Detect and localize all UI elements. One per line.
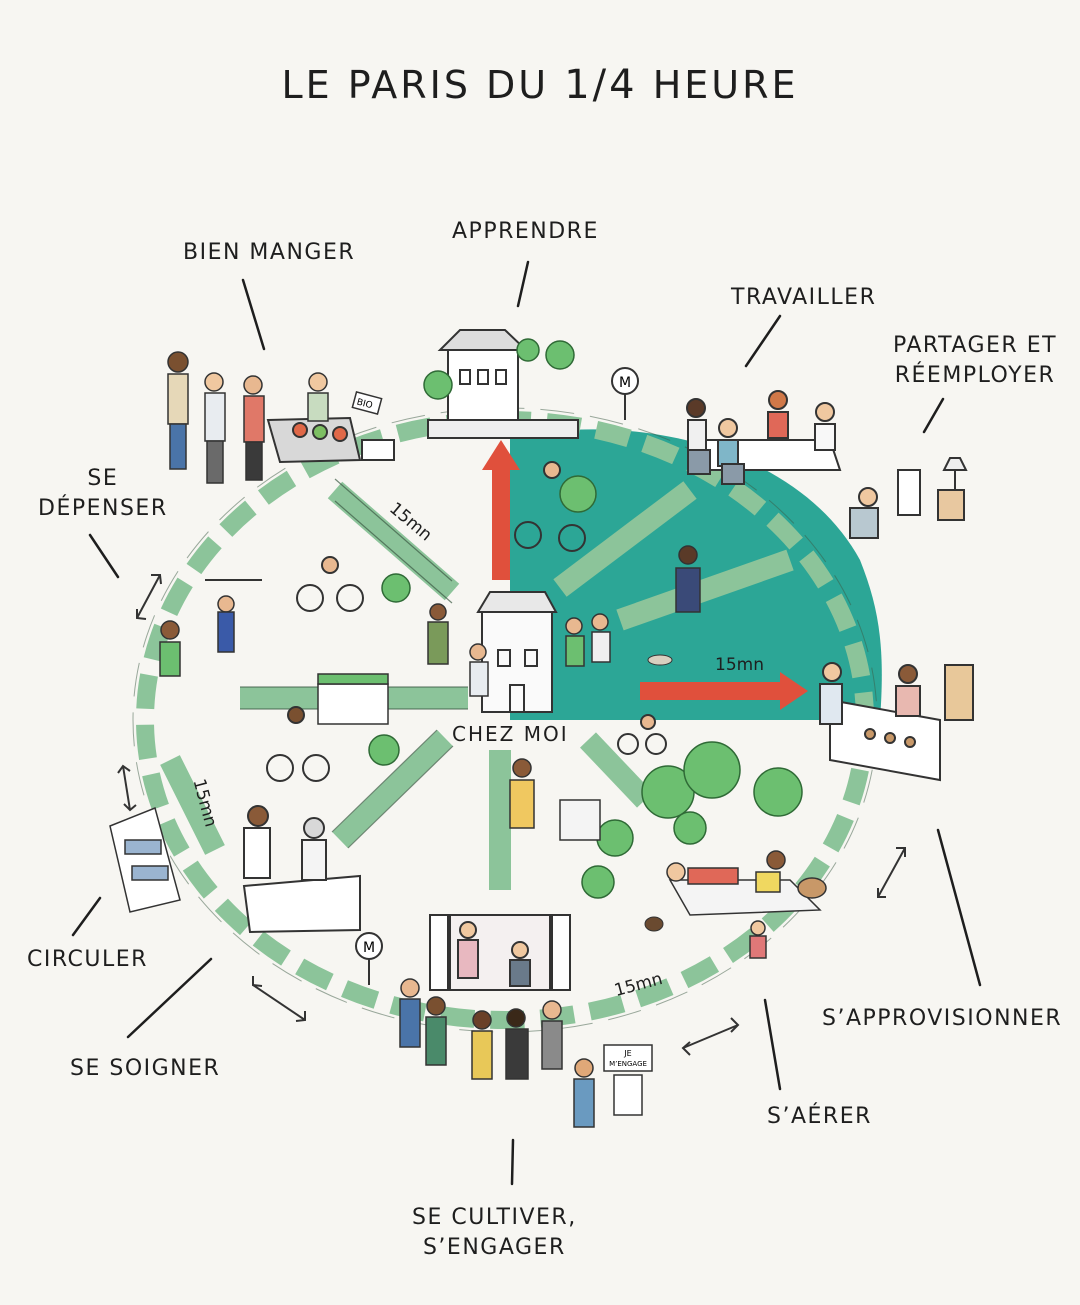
repair-icon [849, 457, 968, 539]
radial-paths [160, 481, 794, 890]
market-stall-icon [266, 416, 395, 464]
vote-sign-l1: JE [623, 1049, 631, 1058]
bakery-icon [819, 662, 974, 782]
label-apprendre: APPRENDRE [452, 219, 599, 244]
red-arrows [482, 440, 808, 710]
title-fraction: 1/4 [564, 62, 638, 108]
double-arrows [117, 574, 906, 1056]
metro-sign-top [611, 367, 639, 420]
theatre-icon [429, 914, 571, 991]
bio-sign-text: BIO [356, 398, 374, 412]
doctor-icon [242, 805, 361, 934]
label-se-cultiver: SE CULTIVER, S’ENGAGER [412, 1205, 577, 1260]
metro-sign-top-text: M [619, 375, 631, 391]
label-partager: PARTAGER ET RÉEMPLOYER [893, 333, 1058, 388]
duration-label-east: 15mn [715, 655, 764, 675]
picnic-people [666, 850, 827, 959]
pointer-lines [71, 260, 982, 1186]
home-label: CHEZ MOI [452, 722, 569, 746]
dogs [644, 654, 673, 932]
title-prefix: LE PARIS DU [281, 63, 550, 107]
label-se-depenser: SE DÉPENSER [38, 466, 168, 521]
diagram-title: LE PARIS DU 1/4 HEURE [0, 62, 1080, 108]
label-sapprovisionner: S’APPROVISIONNER [822, 1006, 1063, 1031]
label-saerer: S’AÉRER [767, 1104, 872, 1129]
exercise-people [159, 545, 701, 841]
bio-sign [351, 390, 383, 416]
park-trees [368, 475, 803, 899]
cyclists [266, 461, 667, 782]
crowd-people [399, 978, 595, 1128]
market-people [167, 351, 329, 484]
school-icon [427, 329, 579, 439]
school-trees [423, 338, 575, 400]
metro-sign-bottom-text: M [363, 940, 375, 956]
label-bien-manger: BIEN MANGER [183, 240, 356, 265]
label-se-soigner: SE SOIGNER [70, 1056, 221, 1081]
metro-sign-bottom [355, 932, 383, 985]
label-circuler: CIRCULER [27, 947, 148, 972]
coworking-icon [686, 390, 842, 485]
label-travailler: TRAVAILLER [731, 285, 877, 310]
house-icon [476, 591, 558, 713]
vote-sign-l2: M’ENGAGE [609, 1060, 647, 1068]
vote-box [603, 1044, 653, 1116]
greenhouse [317, 673, 389, 725]
title-suffix: HEURE [652, 63, 799, 107]
phone-booth [109, 806, 181, 913]
